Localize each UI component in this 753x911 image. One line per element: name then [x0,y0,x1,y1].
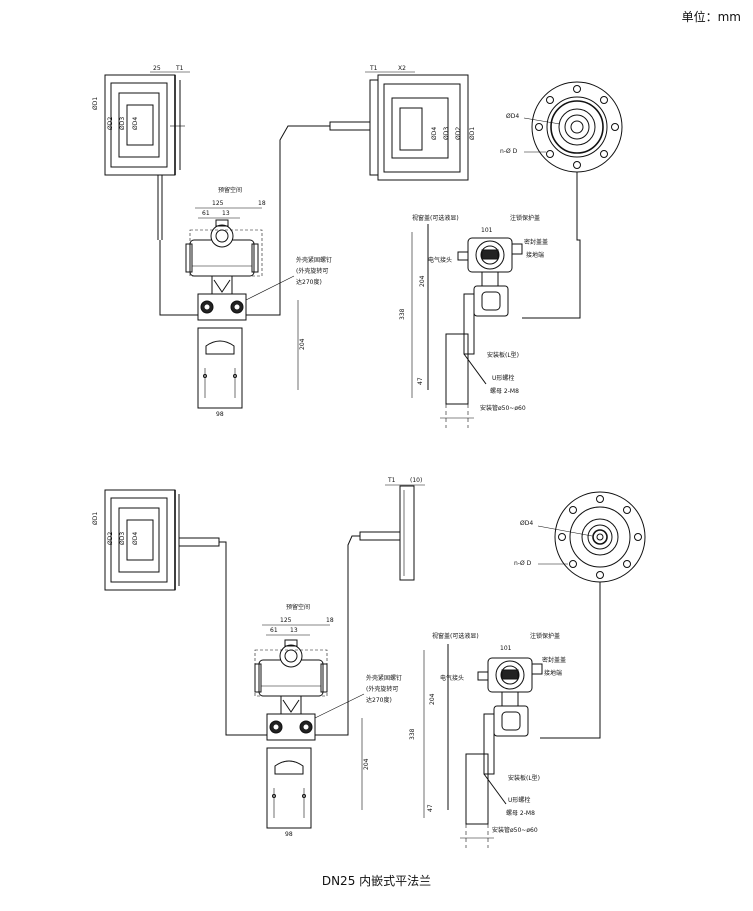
label-rotate-2-b: (外壳旋转可 [366,685,398,693]
transmitter-side-top [427,223,523,429]
label-rotate-1: 外壳紧固螺钉 [296,256,332,264]
label-ubolt-b: U形螺栓 [508,796,530,804]
label-pipe-top: 安装管ø50~ø60 [480,404,526,412]
dim-204-side-top: 204 [419,275,426,287]
label-connector-b: 电气接头 [440,674,464,682]
label-display-cover-top: 视窗盖(可选液显) [412,214,459,222]
left-flange-front [104,74,176,176]
label-d1-r: ØD1 [469,127,476,140]
drawing-caption: DN25 内嵌式平法兰 [321,874,432,888]
label-terminal-top: 接地端 [526,251,544,259]
dim-13-b: 13 [290,627,298,634]
flange-top-view [531,81,623,173]
label-d4-b: ØD4 [132,532,139,545]
label-ubolt-top: U形螺栓 [492,374,514,382]
dim-47-top: 47 [417,377,424,385]
left-flange-front-b [104,489,176,591]
label-pipe-b: 安装管ø50~ø60 [492,826,538,834]
label-clearance: 预留空间 [218,186,242,194]
dim-x2: X2 [398,65,406,72]
label-wiring-cover-b: 密封盖盖 [542,656,566,664]
dim-t1-b: T1 [369,65,378,72]
label-lock-cover-b: 注锁保护盖 [530,632,560,640]
label-lock-cover-top: 注锁保护盖 [510,214,540,222]
dim-125-b: 125 [280,617,292,624]
label-nut-top: 螺母 2-M8 [490,387,519,395]
dim-204-side-b: 204 [429,693,436,705]
dim-98-b: 98 [285,831,293,838]
label-connector-top: 电气接头 [428,256,452,264]
label-terminal-b: 接地端 [544,669,562,677]
dim-18: 18 [258,200,266,207]
dim-61: 61 [202,210,210,217]
label-rotate-2: (外壳旋转可 [296,267,328,275]
dim-t1-c: T1 [387,477,396,484]
label-d4: ØD4 [132,117,139,130]
label-d4-r: ØD4 [431,127,438,140]
dim-338-top: 338 [399,308,406,320]
label-clearance-b: 预留空间 [286,603,310,611]
dim-25: 25 [153,65,161,72]
label-n-d-top-b: n-Ø D [514,560,532,567]
label-rotate-3: 达270度) [296,278,322,286]
label-n-d-top: n-Ø D [500,148,518,155]
transmitter-front-bottom [254,639,328,741]
label-wiring-cover-top: 密封盖盖 [524,238,548,246]
label-d2-b: ØD2 [107,532,114,545]
dim-125: 125 [212,200,224,207]
dim-98: 98 [216,411,224,418]
flange-top-view-b [554,491,646,583]
dim-61-b: 61 [270,627,278,634]
unit-label: 单位：mm [681,10,741,24]
dim-13: 13 [222,210,230,217]
dim-101-b: 101 [500,645,512,652]
label-d1-b: ØD1 [92,512,99,525]
label-d3-b: ØD3 [119,532,126,545]
label-d3: ØD3 [119,117,126,130]
label-bracket-top: 安装板(L型) [487,351,519,359]
label-d2-r: ØD2 [455,127,462,140]
dim-18-b: 18 [326,617,334,624]
transmitter-front-top [185,219,259,321]
label-rotate-1-b: 外壳紧固螺钉 [366,674,402,682]
dim-10-paren: (10) [410,477,422,484]
label-d2: ØD2 [107,117,114,130]
label-d4-top-b: ØD4 [520,520,533,527]
bracket-front-top [197,327,243,409]
dim-t1-a: T1 [175,65,184,72]
label-display-cover-b: 视窗盖(可选液显) [432,632,479,640]
dim-204-b: 204 [363,758,370,770]
label-rotate-3-b: 达270度) [366,696,392,704]
label-bracket-b: 安装板(L型) [508,774,540,782]
dim-47-b: 47 [427,804,434,812]
dim-101-top: 101 [481,227,493,234]
label-d4-top: ØD4 [506,113,519,120]
dim-338-b: 338 [409,728,416,740]
dim-204: 204 [299,338,306,350]
label-d3-r: ØD3 [443,127,450,140]
bracket-front-bottom [266,747,312,829]
label-nut-b: 螺母 2-M8 [506,809,535,817]
label-d1: ØD1 [92,97,99,110]
